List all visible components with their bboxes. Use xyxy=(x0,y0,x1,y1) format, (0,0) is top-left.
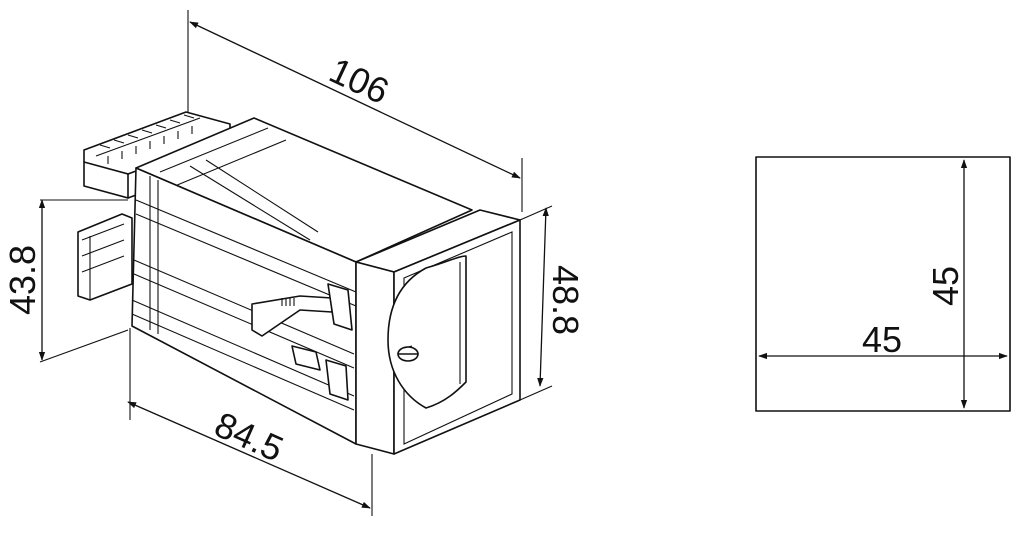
mounting-clip-upper xyxy=(251,283,353,337)
dimension-label-84-5: 84.5 xyxy=(209,404,290,470)
adjustment-screw-icon xyxy=(397,345,419,362)
cutout-height-label: 45 xyxy=(925,266,966,306)
dimension-line-106 xyxy=(189,21,521,179)
cutout-width-label: 45 xyxy=(862,319,902,360)
dimension-line-48-8 xyxy=(537,207,549,387)
bezel-side-face xyxy=(355,261,395,455)
dimension-label-43-8: 43.8 xyxy=(2,245,43,315)
dimension-label-106: 106 xyxy=(323,49,395,112)
rear-lower-connector xyxy=(77,213,133,301)
cutout-square xyxy=(755,156,1011,412)
mounting-clip-lower xyxy=(291,345,349,401)
dimension-line-84-5 xyxy=(127,401,371,509)
display-window xyxy=(387,255,467,409)
panel-meter-isometric: 106 43.8 48.8 84.5 xyxy=(2,10,586,516)
dimension-label-48-8: 48.8 xyxy=(545,265,586,335)
panel-cutout: 45 45 xyxy=(755,156,1011,412)
